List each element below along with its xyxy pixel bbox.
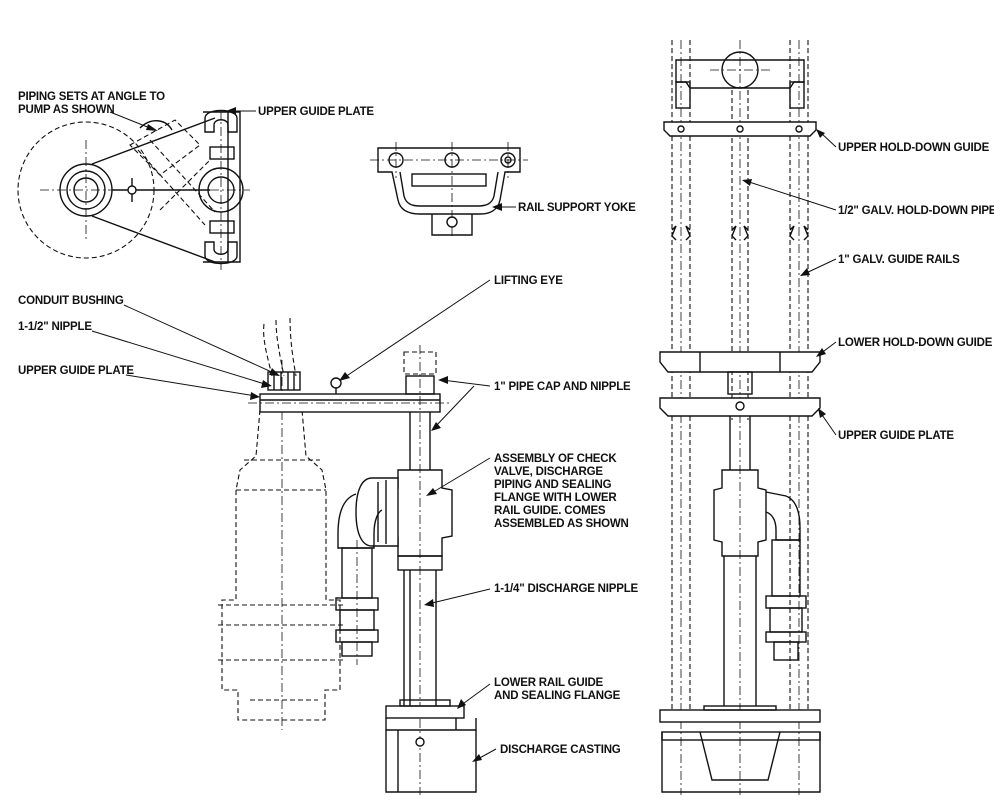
pump-elevation-left [218,317,477,795]
label-piping-sets-2: PUMP AS SHOWN [18,104,114,116]
label-assembly-2: VALVE, DISCHARGE [494,466,603,478]
label-upper-guide-plate-left: UPPER GUIDE PLATE [18,365,134,377]
label-assembly-6: ASSEMBLED AS SHOWN [494,518,629,530]
label-conduit-bushing: CONDUIT BUSHING [18,295,124,307]
rail-elevation-right [659,40,821,795]
label-discharge-casting: DISCHARGE CASTING [500,744,621,756]
label-lifting-eye: LIFTING EYE [494,275,563,287]
label-lower-rail-guide-1: LOWER RAIL GUIDE [494,677,604,689]
plan-view [17,109,250,270]
label-assembly-4: FLANGE WITH LOWER [494,492,617,504]
label-assembly-1: ASSEMBLY OF CHECK [494,453,617,465]
label-upper-guide-plate-right: UPPER GUIDE PLATE [838,430,954,442]
label-assembly-5: RAIL GUIDE. COMES [494,505,606,517]
label-guide-rails: 1" GALV. GUIDE RAILS [838,254,960,266]
rail-support-yoke [370,142,528,238]
label-nipple-1-1-2: 1-1/2" NIPPLE [18,321,92,333]
label-lower-hold-down-guide: LOWER HOLD-DOWN GUIDE [838,337,993,349]
label-rail-support-yoke: RAIL SUPPORT YOKE [518,202,636,214]
label-lower-rail-guide-2: AND SEALING FLANGE [494,690,621,702]
label-assembly-3: PIPING AND SEALING [494,479,612,491]
label-pipe-cap-nipple: 1" PIPE CAP AND NIPPLE [494,381,631,393]
label-hold-down-pipe: 1/2" GALV. HOLD-DOWN PIPE [838,205,994,217]
label-piping-sets-1: PIPING SETS AT ANGLE TO [18,91,165,103]
label-upper-hold-down-guide: UPPER HOLD-DOWN GUIDE [838,142,990,154]
label-upper-guide-plate-top: UPPER GUIDE PLATE [258,106,374,118]
label-discharge-nipple: 1-1/4" DISCHARGE NIPPLE [494,583,639,595]
